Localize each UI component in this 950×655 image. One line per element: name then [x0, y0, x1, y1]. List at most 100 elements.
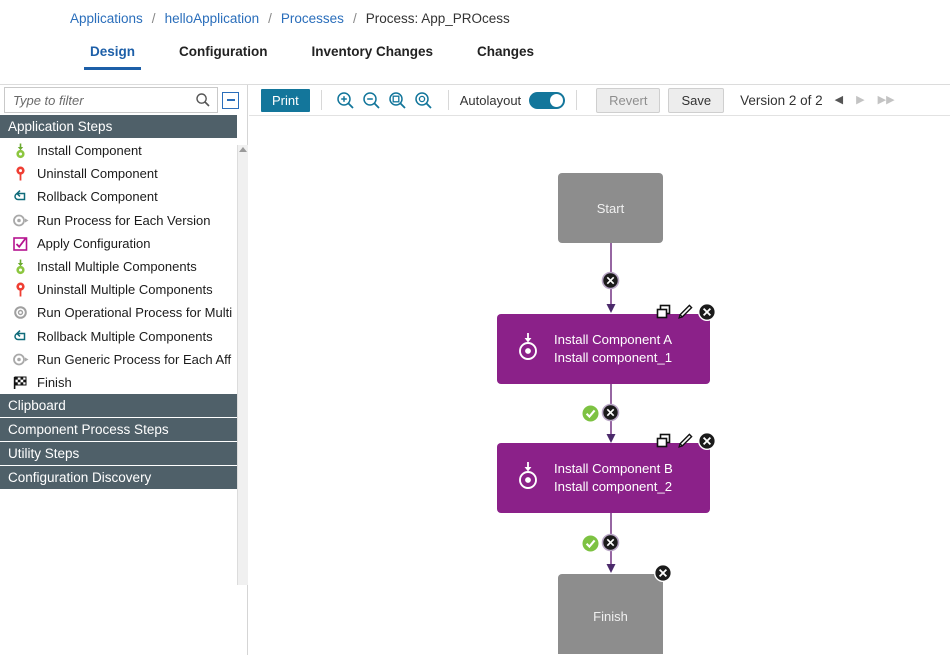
collapse-minus-icon[interactable]	[222, 91, 239, 109]
prev-version-icon[interactable]: ◀	[834, 93, 844, 106]
breadcrumb-item-processes[interactable]: Processes	[280, 10, 344, 26]
print-button[interactable]: Print	[261, 88, 310, 112]
copy-icon[interactable]	[655, 303, 673, 326]
step-item-label: Uninstall Multiple Components	[37, 282, 213, 298]
delete-connection-icon[interactable]	[601, 271, 620, 295]
filter-row	[0, 85, 247, 115]
step-item-label: Run Generic Process for Each Aff	[37, 351, 232, 367]
rollback-arrow-icon	[12, 188, 29, 205]
success-check-icon[interactable]	[581, 404, 600, 428]
delete-x-icon[interactable]	[653, 563, 673, 586]
step-item-label: Apply Configuration	[37, 235, 151, 251]
step-item-install-multiple-components[interactable]: Install Multiple Components	[0, 255, 237, 278]
zoom-reset-icon[interactable]	[411, 88, 437, 112]
tab-design[interactable]: Design	[68, 38, 157, 70]
zoom-fit-icon[interactable]	[385, 88, 411, 112]
step-item-label: Finish	[37, 374, 72, 390]
diagram-node-install-component-b[interactable]: Install Component B Install component_2	[497, 431, 717, 513]
node-toolbar	[655, 302, 717, 327]
tab-configuration[interactable]: Configuration	[179, 44, 268, 59]
autolayout-toggle[interactable]	[529, 91, 566, 109]
header-divider	[0, 84, 950, 85]
step-item-label: Run Process for Each Version	[37, 212, 211, 228]
version-label: Version 2 of 2	[740, 92, 823, 108]
node-subtitle: Install component_2	[554, 479, 673, 494]
diagram-node-install-component-a[interactable]: Install Component A Install component_1	[497, 302, 717, 384]
section-header-utility-steps[interactable]: Utility Steps	[0, 442, 237, 467]
canvas-toolbar: Print	[249, 85, 950, 116]
step-item-install-component[interactable]: Install Component	[0, 139, 237, 162]
step-item-uninstall-component[interactable]: Uninstall Component	[0, 162, 237, 185]
step-item-rollback-component[interactable]: Rollback Component	[0, 185, 237, 208]
scroll-up-arrow-icon[interactable]	[239, 147, 247, 152]
revert-button[interactable]: Revert	[596, 87, 661, 113]
breadcrumb: Applications / helloApplication / Proces…	[0, 0, 950, 36]
node-title: Install Component B	[554, 461, 673, 477]
search-input[interactable]	[5, 89, 185, 111]
node-text: Install Component A Install component_1	[554, 331, 672, 366]
save-button[interactable]: Save	[668, 87, 725, 113]
sidebar-scrollbar[interactable]	[237, 145, 248, 585]
next-version-icon[interactable]: ▶	[856, 93, 865, 106]
step-item-run-process-each-version[interactable]: Run Process for Each Version	[0, 209, 237, 232]
copy-icon[interactable]	[655, 432, 673, 455]
delete-connection-icon[interactable]	[601, 533, 620, 557]
edit-pencil-icon[interactable]	[676, 303, 694, 326]
diagram-node-start[interactable]: Start	[558, 173, 663, 243]
step-item-uninstall-multiple-components[interactable]: Uninstall Multiple Components	[0, 278, 237, 301]
edit-pencil-icon[interactable]	[676, 432, 694, 455]
step-item-apply-configuration[interactable]: Apply Configuration	[0, 232, 237, 255]
section-header-configuration-discovery[interactable]: Configuration Discovery	[0, 466, 237, 491]
last-version-icon[interactable]: ▶▶	[877, 93, 895, 106]
tab-inventory-changes[interactable]: Inventory Changes	[311, 44, 434, 59]
uninstall-pin-icon	[12, 281, 29, 298]
step-item-finish[interactable]: Finish	[0, 371, 237, 394]
breadcrumb-item-applications[interactable]: Applications	[70, 10, 143, 26]
install-pin-icon	[12, 142, 29, 159]
section-header-application-steps[interactable]: Application Steps	[0, 115, 237, 139]
toolbar-divider	[447, 90, 449, 110]
delete-connection-icon[interactable]	[601, 403, 620, 427]
process-diagram[interactable]: Start	[249, 116, 950, 654]
step-item-label: Rollback Multiple Components	[37, 328, 213, 344]
version-nav: ◀ ▶ ▶▶	[834, 93, 895, 106]
toolbar-divider	[576, 90, 578, 110]
diagram-node-finish[interactable]: Finish	[558, 563, 673, 654]
delete-x-icon[interactable]	[697, 431, 717, 456]
node-toolbar	[653, 563, 673, 586]
step-item-rollback-multiple-components[interactable]: Rollback Multiple Components	[0, 325, 237, 348]
step-item-label: Run Operational Process for Multi	[37, 305, 233, 321]
tab-bar: Design Configuration Inventory Changes C…	[0, 38, 950, 83]
filter-box	[4, 87, 218, 113]
design-canvas: Print	[249, 85, 950, 655]
node-label: Finish	[593, 609, 628, 624]
gear-icon	[12, 304, 29, 321]
zoom-in-icon[interactable]	[333, 88, 359, 112]
zoom-out-icon[interactable]	[359, 88, 385, 112]
breadcrumb-separator: /	[151, 10, 156, 26]
step-item-label: Install Multiple Components	[37, 259, 197, 275]
section-header-clipboard[interactable]: Clipboard	[0, 394, 237, 419]
success-check-icon[interactable]	[581, 534, 600, 558]
steps-tree: Application Steps Install Component	[0, 115, 248, 655]
tab-changes[interactable]: Changes	[477, 44, 535, 59]
checkered-flag-icon	[12, 374, 29, 391]
gear-arrow-icon	[12, 351, 29, 368]
step-item-run-operational-process-multi[interactable]: Run Operational Process for Multi	[0, 301, 237, 324]
step-list-application-steps: Install Component Uninstall Component	[0, 139, 237, 395]
breadcrumb-separator: /	[268, 10, 272, 26]
steps-scroll-area: Application Steps Install Component	[0, 115, 237, 491]
search-icon[interactable]	[195, 92, 211, 113]
step-item-run-generic-process-each-affected[interactable]: Run Generic Process for Each Aff	[0, 348, 237, 371]
gear-arrow-icon	[12, 212, 29, 229]
breadcrumb-item-current: Process: App_PROcess	[365, 10, 510, 26]
section-header-component-process-steps[interactable]: Component Process Steps	[0, 418, 237, 443]
step-item-label: Install Component	[37, 143, 142, 159]
node-title: Install Component A	[554, 332, 673, 348]
breadcrumb-item-helloapplication[interactable]: helloApplication	[164, 10, 260, 26]
delete-x-icon[interactable]	[697, 302, 717, 327]
node-label: Start	[596, 200, 625, 216]
uninstall-pin-icon	[12, 165, 29, 182]
toolbar-divider	[320, 90, 322, 110]
